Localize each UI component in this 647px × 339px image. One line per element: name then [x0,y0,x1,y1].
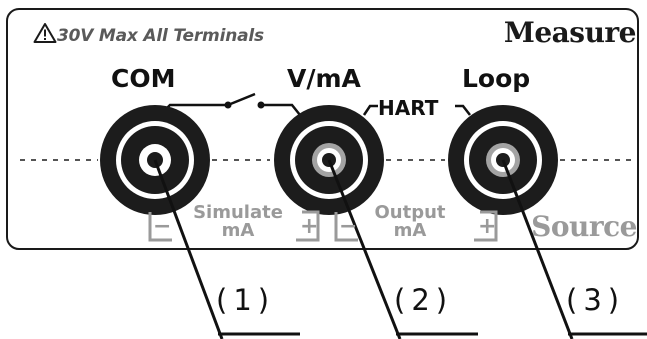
loop-plus-sign: + [478,214,497,239]
simulate-plus-sign: + [300,214,319,239]
source-mode-label: Source [531,210,637,243]
output-ma-label: Output mA [362,204,458,240]
callout-1: (1) [216,283,276,317]
loop-terminal-label: Loop [462,64,531,93]
output-label-line2: mA [393,220,427,241]
simulate-minus-sign: − [153,214,172,239]
voltage-warning-text: 30V Max All Terminals [57,26,264,46]
hart-bracket [362,104,471,116]
output-label-line1: Output [374,202,446,223]
com-terminal-label: COM [111,64,176,93]
measure-mode-label: Measure [503,16,637,49]
hart-label: HART [378,96,439,120]
vma-terminal-label: V/mA [287,64,361,93]
callout-lines [153,159,574,339]
callout-3: (3) [566,283,626,317]
warning-triangle-icon [33,23,57,43]
simulate-label-line1: Simulate [193,202,283,223]
simulate-label-line2: mA [221,220,255,241]
callout-2: (2) [394,283,454,317]
polarity-brackets [148,210,498,242]
output-minus-sign: − [339,214,358,239]
simulate-ma-label: Simulate mA [180,204,296,240]
